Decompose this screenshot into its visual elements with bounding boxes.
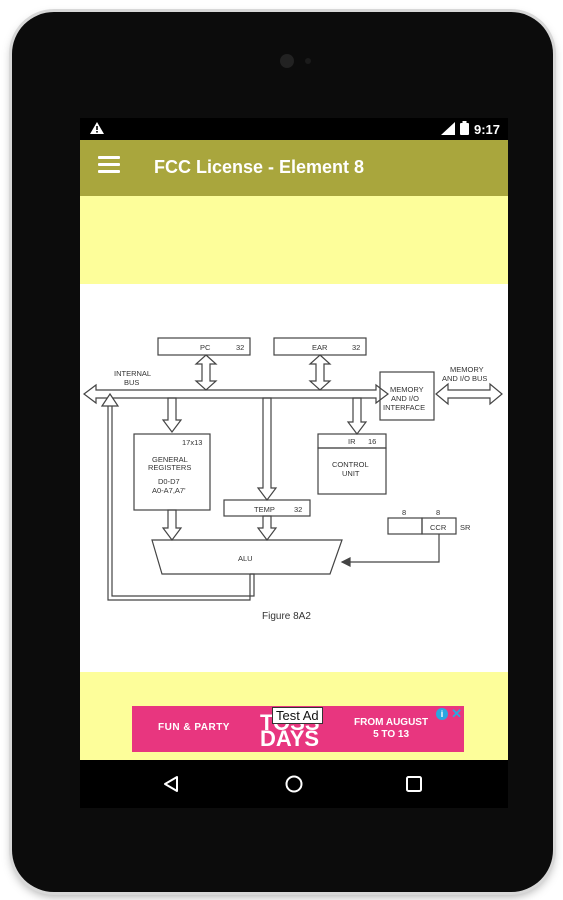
battery-icon: [459, 121, 469, 138]
temp-to-alu-arrow: [256, 515, 278, 541]
sr-label: SR: [460, 523, 471, 532]
alu-label: ALU: [238, 554, 253, 563]
temp-label: TEMP: [254, 505, 275, 514]
light-sensor: [305, 58, 311, 64]
registers-to-alu-arrow: [161, 509, 183, 541]
temp-bits: 32: [294, 505, 302, 514]
pc-box: [157, 337, 251, 356]
bus-to-ir-arrow: [346, 397, 368, 435]
diagram-area: PC 32 EAR 32 INTERNAL BUS MEMORY AND I/O…: [80, 284, 508, 672]
ad-right-block: FROM AUGUST 5 TO 13: [354, 717, 428, 741]
control-unit-label-2: UNIT: [342, 469, 360, 478]
ad-left-text: FUN & PARTY: [158, 722, 230, 733]
memory-interface-label-1: MEMORY: [390, 385, 424, 394]
app-title: FCC License - Element 8: [154, 157, 365, 177]
internal-bus-label-1: INTERNAL: [114, 369, 151, 378]
sr-left-bits: 8: [402, 508, 406, 517]
registers-label-3: D0-D7: [158, 477, 180, 486]
top-banner-area: [80, 196, 508, 284]
control-unit-label-1: CONTROL: [332, 460, 369, 469]
memory-interface-box: [379, 371, 435, 421]
internal-bus-arrow: [83, 383, 389, 405]
status-icons: 9:17: [440, 121, 500, 138]
pc-bits: 32: [236, 343, 244, 352]
status-bar: 9:17: [80, 118, 508, 140]
ir-label: IR: [348, 437, 356, 446]
ad-right-line-1: FROM AUGUST: [354, 717, 429, 728]
internal-bus-label-2: BUS: [124, 378, 139, 387]
sr-right-bits: 8: [436, 508, 440, 517]
memory-bus-arrow: [435, 382, 503, 406]
ad-info-icon[interactable]: i: [436, 708, 448, 720]
alu-output-line: [107, 404, 251, 601]
pc-label: PC: [200, 343, 211, 352]
memory-bus-label-2: AND I/O BUS: [442, 374, 487, 383]
registers-label-2: REGISTERS: [148, 463, 191, 472]
cpu-block-diagram: PC 32 EAR 32 INTERNAL BUS MEMORY AND I/O…: [83, 337, 503, 622]
screen: 9:17 FCC License - Element 8: [80, 118, 508, 808]
registers-label-1: GENERAL: [152, 455, 188, 464]
bus-to-temp-arrow: [256, 397, 278, 501]
ear-label: EAR: [312, 343, 328, 352]
figure-caption: Figure 8A2: [262, 611, 311, 622]
ad-close-icon[interactable]: ✕: [451, 706, 462, 721]
alu-feedback-arrowhead: [100, 392, 120, 407]
memory-bus-label-1: MEMORY: [450, 365, 484, 374]
control-unit-box: [317, 447, 387, 495]
ir-bits: 16: [368, 437, 376, 446]
ccr-alu-line: [342, 534, 440, 563]
status-time: 9:17: [473, 122, 500, 137]
memory-interface-label-3: INTERFACE: [383, 403, 425, 412]
menu-icon[interactable]: [98, 156, 120, 176]
tablet-device: 9:17 FCC License - Element 8: [12, 12, 553, 892]
test-ad-label: Test Ad: [272, 707, 323, 724]
ad-right-line-2: 5 TO 13: [373, 729, 410, 740]
navigation-bar: [80, 760, 508, 808]
signal-icon: [440, 121, 455, 138]
home-icon[interactable]: [284, 774, 304, 794]
warning-icon: [90, 122, 104, 137]
ear-bus-arrow: [308, 354, 332, 391]
registers-label-4: A0-A7,A7': [152, 486, 186, 495]
sr-high-box: [387, 517, 423, 535]
back-icon[interactable]: [162, 774, 182, 794]
ccr-alu-arrowhead: [340, 557, 351, 567]
alu-output-line-inner: [111, 404, 255, 597]
ad-days-bottom: DAYS: [260, 726, 320, 751]
recent-apps-icon[interactable]: [404, 774, 424, 794]
memory-interface-label-2: AND I/O: [391, 394, 419, 403]
pc-bus-arrow: [194, 354, 218, 391]
ad-banner[interactable]: FUN & PARTY TOSS DAYS FROM AUGUST 5 TO 1…: [132, 706, 464, 752]
alu-shape: [151, 539, 343, 575]
front-camera: [280, 54, 294, 68]
bus-to-registers-arrow: [161, 397, 183, 433]
app-bar: FCC License - Element 8: [80, 140, 508, 196]
ear-bits: 32: [352, 343, 360, 352]
registers-size: 17x13: [182, 438, 202, 447]
ccr-label: CCR: [430, 523, 447, 532]
